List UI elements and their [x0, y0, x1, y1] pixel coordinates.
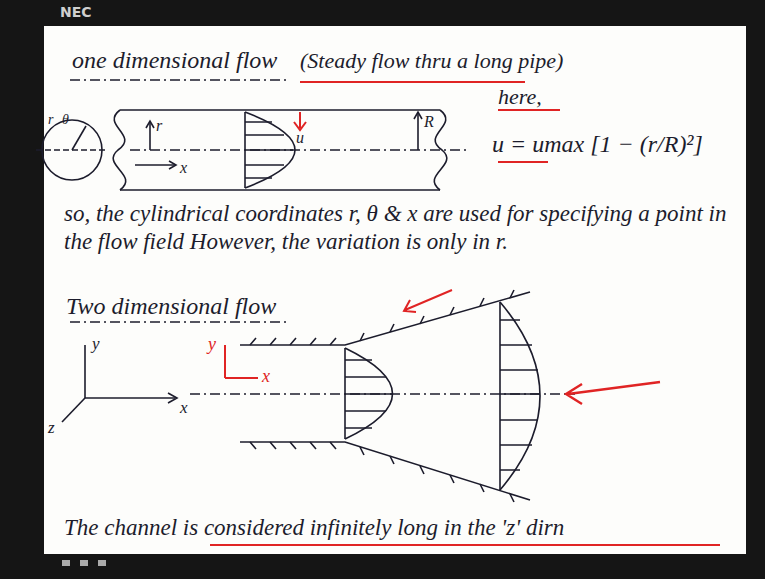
velocity-profile	[245, 112, 295, 188]
axis-letter: θ	[62, 112, 69, 129]
wall-hatch	[250, 290, 514, 345]
red-underline	[300, 81, 525, 83]
axis-letter: z	[48, 418, 55, 438]
pipe-break	[113, 110, 126, 190]
channel-wall	[240, 442, 530, 500]
axis-letter: y	[92, 334, 100, 354]
red-underline	[210, 544, 720, 546]
section-heading: one dimensional flow	[72, 46, 277, 75]
x-arrow	[135, 164, 175, 166]
axis-letter: y	[208, 334, 216, 356]
z-axis	[62, 398, 85, 422]
axis-letter: r	[156, 116, 162, 135]
nav-icons	[62, 560, 106, 566]
heading-note: (Steady flow thru a long pipe)	[300, 48, 720, 74]
radius-line	[72, 126, 86, 150]
red-underline	[498, 109, 560, 111]
velocity-vectors	[500, 320, 540, 470]
channel-wall	[240, 292, 530, 345]
velocity-vectors	[345, 360, 392, 428]
arrow-head	[169, 161, 176, 169]
arrow-head	[146, 121, 154, 128]
note-text: The channel is considered infinitely lon…	[64, 514, 740, 542]
section-heading: Two dimensional flow	[66, 292, 276, 321]
note-text: here,	[498, 84, 542, 110]
red-x-axis	[225, 377, 258, 379]
y-axis	[84, 345, 86, 398]
axis-letter: x	[262, 366, 270, 388]
brand-mark: NEC	[60, 4, 92, 21]
nav-icon	[98, 560, 106, 566]
radius-label: R	[424, 112, 434, 131]
R-arrow	[417, 113, 419, 150]
axis-letter: x	[180, 398, 188, 418]
wall-hatch	[250, 442, 514, 502]
velocity-profile	[345, 348, 393, 439]
profile-base	[499, 302, 501, 490]
r-arrow	[149, 122, 151, 150]
arrow-head	[294, 122, 306, 130]
velocity-formula: u = umax [1 − (r/R)²]	[492, 130, 703, 159]
red-arrow	[566, 382, 660, 404]
dash-underline	[70, 321, 290, 323]
center-line	[130, 149, 470, 151]
velocity-profile	[500, 302, 540, 490]
axis-letter: x	[180, 158, 187, 177]
red-underline	[498, 161, 548, 163]
dash-underline	[70, 79, 290, 81]
slide-ground	[44, 26, 746, 554]
nav-icon	[62, 560, 70, 566]
x-axis	[85, 397, 175, 399]
red-y-axis	[224, 345, 226, 378]
arrow-head	[414, 112, 422, 119]
arrow-head	[168, 393, 177, 403]
nav-icon	[80, 560, 88, 566]
red-arrow	[299, 112, 301, 128]
explanation-text: so, the cylindrical coordinates r, θ & x…	[64, 200, 740, 255]
velocity-label: u	[296, 128, 304, 147]
axis-letter: r	[48, 112, 53, 129]
red-arrow	[404, 290, 452, 312]
velocity-vectors	[245, 122, 293, 178]
